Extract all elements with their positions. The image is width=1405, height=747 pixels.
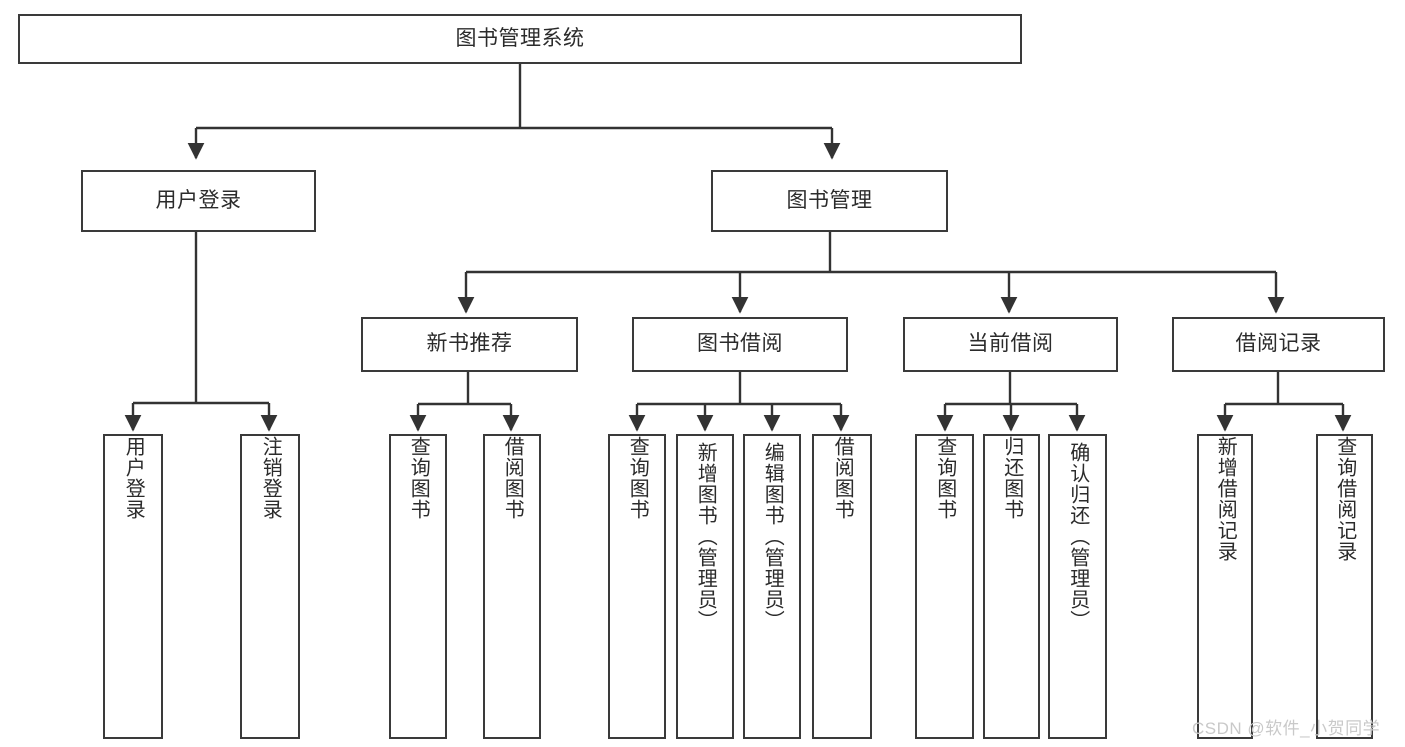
- node-book-management[interactable]: 图书管理: [711, 170, 948, 232]
- node-label: 新增图书（管理员）: [694, 442, 717, 631]
- leaf-return-book[interactable]: 归还图书: [983, 434, 1040, 739]
- node-label: 编辑图书（管理员）: [761, 442, 784, 631]
- node-label: 当前借阅: [967, 332, 1054, 356]
- node-label: 查询图书: [933, 436, 956, 520]
- node-label: 图书管理: [786, 188, 873, 212]
- node-current-borrow[interactable]: 当前借阅: [903, 317, 1118, 372]
- node-label: 查询图书: [407, 436, 430, 520]
- node-label: 查询借阅记录: [1333, 436, 1356, 562]
- leaf-query-book-recommend[interactable]: 查询图书: [389, 434, 447, 739]
- node-label: 新增借阅记录: [1214, 436, 1237, 562]
- node-label: 图书借阅: [697, 332, 783, 356]
- leaf-confirm-return-admin[interactable]: 确认归还（管理员）: [1048, 434, 1107, 739]
- node-label: 归还图书: [1000, 436, 1023, 520]
- leaf-user-login[interactable]: 用户登录: [103, 434, 163, 739]
- leaf-query-book-current[interactable]: 查询图书: [915, 434, 974, 739]
- node-label: 图书管理系统: [455, 26, 585, 50]
- node-label: 借阅图书: [831, 436, 854, 520]
- node-label: 注销登录: [259, 436, 282, 520]
- node-user-login[interactable]: 用户登录: [81, 170, 316, 232]
- node-label: 查询图书: [626, 436, 649, 520]
- leaf-user-logout[interactable]: 注销登录: [240, 434, 300, 739]
- leaf-borrow-book[interactable]: 借阅图书: [812, 434, 872, 739]
- leaf-query-book-borrow[interactable]: 查询图书: [608, 434, 666, 739]
- leaf-query-borrow-record[interactable]: 查询借阅记录: [1316, 434, 1373, 739]
- leaf-add-borrow-record[interactable]: 新增借阅记录: [1197, 434, 1253, 739]
- node-new-book-recommend[interactable]: 新书推荐: [361, 317, 578, 372]
- leaf-edit-book-admin[interactable]: 编辑图书（管理员）: [743, 434, 801, 739]
- node-book-borrow[interactable]: 图书借阅: [632, 317, 848, 372]
- leaf-borrow-book-recommend[interactable]: 借阅图书: [483, 434, 541, 739]
- node-label: 新书推荐: [426, 332, 513, 356]
- node-label: 借阅记录: [1235, 332, 1322, 356]
- node-label: 确认归还（管理员）: [1066, 442, 1089, 631]
- node-root-system[interactable]: 图书管理系统: [18, 14, 1022, 64]
- node-label: 用户登录: [155, 188, 242, 212]
- node-label: 用户登录: [122, 436, 145, 520]
- node-label: 借阅图书: [501, 436, 524, 520]
- leaf-add-book-admin[interactable]: 新增图书（管理员）: [676, 434, 734, 739]
- node-borrow-record[interactable]: 借阅记录: [1172, 317, 1385, 372]
